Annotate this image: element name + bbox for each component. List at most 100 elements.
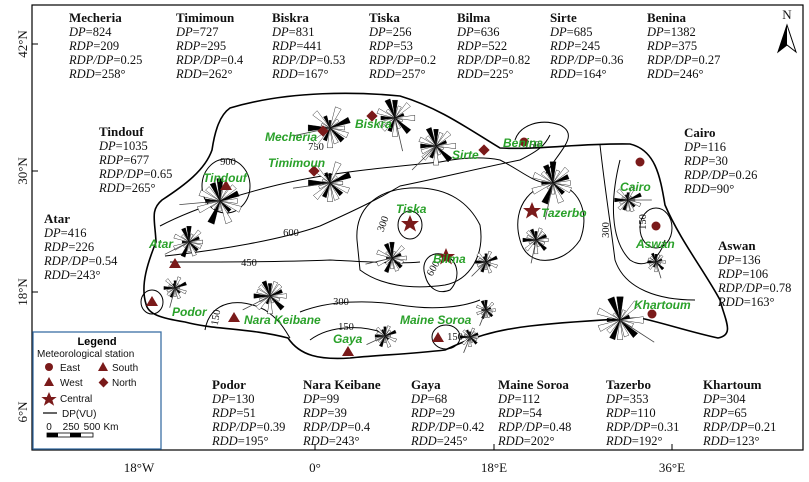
rose-petal [211, 200, 221, 210]
station-bilma-marker [437, 248, 455, 265]
rose-petal [476, 309, 487, 316]
rose-petal [535, 237, 549, 243]
stat-row: RDP=677 [98, 153, 149, 167]
rose-petal [188, 241, 199, 252]
rose-petal [174, 281, 187, 289]
contour-label-150: 150 [338, 322, 354, 333]
rose-petal [219, 200, 232, 213]
rose-petal [533, 239, 539, 254]
rose-petal [174, 287, 181, 300]
stat-row: RDP/DP=0.26 [683, 168, 757, 182]
station-aswan-marker [651, 221, 661, 231]
rose-petal [391, 252, 402, 259]
legend: Legend Meteorological station East South… [32, 331, 162, 450]
rose-petal [616, 319, 624, 340]
rose-petal [269, 283, 283, 297]
wind-rose [531, 161, 572, 220]
rose-petal [163, 286, 176, 290]
stat-row: RDP/DP=0.82 [456, 53, 530, 67]
rose-petal [606, 317, 621, 323]
rdd-arrow [411, 145, 437, 171]
stat-row: RDD=245° [410, 434, 468, 448]
stat-title: Podor [212, 377, 246, 392]
rose-petal [475, 260, 487, 264]
rose-petal [435, 145, 442, 156]
stations [146, 110, 661, 356]
rose-petal [485, 309, 491, 319]
rose-petal [188, 229, 202, 243]
label-mecheria: Mecheria [265, 130, 317, 144]
stat-row: RDP/DP=0.65 [98, 167, 172, 181]
station-stat-blocks: MecheriaDP=824RDP=209RDP/DP=0.25RDD=258°… [43, 10, 791, 448]
rose-petal [619, 199, 629, 205]
stat-row: RDD=258° [68, 67, 126, 81]
contour-label-300b: 300 [376, 215, 392, 234]
rose-petal [609, 319, 621, 341]
scale-km: Km [104, 422, 119, 433]
rose-petal [435, 145, 444, 151]
rose-petal [381, 329, 386, 337]
rose-petal [652, 261, 657, 268]
desert-outline [143, 92, 729, 360]
contour-label-150d: 150 [447, 332, 463, 343]
label-benina: Benina [503, 136, 543, 150]
rose-petal [384, 334, 391, 338]
stat-row: DP=68 [410, 392, 447, 406]
rose-petal [462, 329, 471, 338]
lon-label-18w: 18°W [124, 460, 155, 475]
rose-petal [552, 180, 571, 186]
rose-petal [435, 132, 444, 147]
rose-petal [391, 257, 403, 269]
rose-petal [420, 145, 437, 155]
rose-petal [481, 309, 487, 311]
stat-title: Mecheria [69, 10, 122, 25]
rose-petal [655, 260, 666, 264]
stat-row: RDP/DP=0.25 [68, 53, 142, 67]
rdd-arrow [164, 241, 190, 255]
stat-row: RDP/DP=0.2 [368, 53, 436, 67]
rose-petal [647, 257, 657, 263]
rose-petal [391, 257, 400, 272]
stat-row: RDP/DP=0.4 [175, 53, 244, 67]
rose-petal [174, 287, 181, 294]
stat-row: DP=256 [368, 25, 411, 39]
rose-petal [476, 252, 487, 263]
lon-label-0: 0° [309, 460, 321, 475]
legend-north: North [112, 378, 136, 389]
wind-rose [460, 327, 479, 353]
rose-petal [321, 178, 331, 184]
rose-petal [552, 166, 570, 184]
rose-petal [552, 174, 570, 184]
rose-petal [383, 242, 393, 259]
rdd-arrow [471, 261, 487, 277]
stat-row: RDP/DP=0.36 [549, 53, 623, 67]
rose-petal [269, 281, 279, 297]
wind-roses [163, 98, 666, 353]
rose-petal [329, 182, 344, 197]
lat-label-30: 30°N [15, 157, 30, 185]
rose-petal [378, 117, 396, 127]
stat-row: RDP/DP=0.4 [302, 420, 371, 434]
rose-petal [654, 254, 658, 263]
rose-petal [384, 98, 396, 119]
rose-petal [376, 331, 386, 337]
rose-petal [394, 105, 402, 119]
rose-petal [313, 182, 331, 200]
rose-petal [647, 260, 657, 264]
rose-petal [465, 336, 471, 340]
stat-row: RDD=90° [683, 182, 734, 196]
stat-title: Aswan [718, 238, 756, 253]
rose-petal [485, 256, 492, 263]
stat-block-nara-keibane: Nara KeibaneDP=99RDP=39RDP/DP=0.4RDD=243… [302, 377, 381, 448]
rose-petal [619, 319, 630, 338]
station-podor-marker [146, 296, 158, 306]
rose-petal [329, 161, 342, 184]
scale-0: 0 [46, 422, 52, 433]
rose-petal [435, 140, 448, 147]
stat-row: DP=136 [717, 253, 760, 267]
rdd-arrow [366, 335, 386, 345]
rose-petal [188, 241, 202, 249]
rose-petal [435, 142, 456, 150]
rose-petal [256, 288, 271, 297]
